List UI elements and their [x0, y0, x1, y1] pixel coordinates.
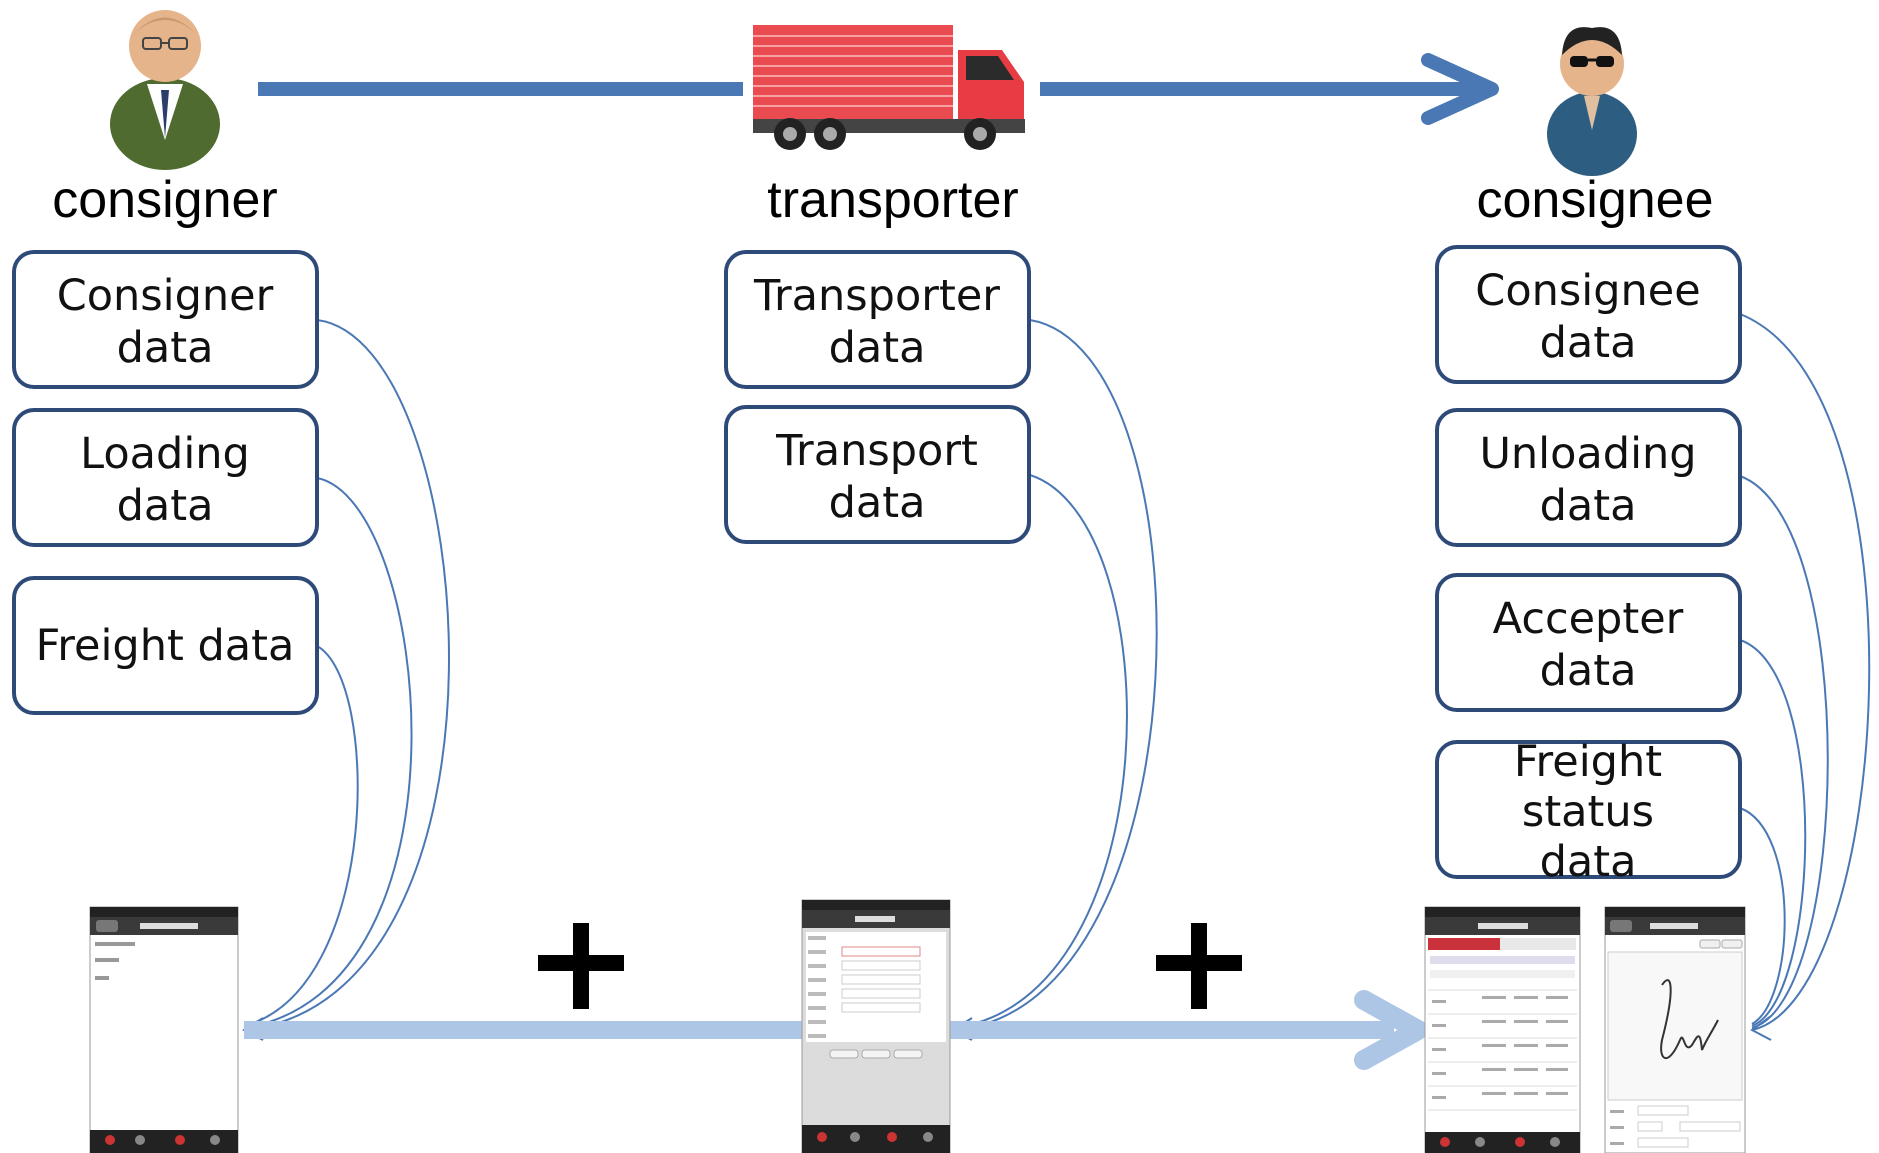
person-glasses-icon — [110, 10, 220, 170]
box-consignee-data: Consignee data — [1435, 245, 1742, 384]
box-loading-data: Loading data — [12, 408, 319, 547]
box-text: data — [117, 481, 214, 531]
box-text: Loading — [80, 429, 250, 479]
box-text: data — [1540, 646, 1637, 696]
box-text: status — [1522, 787, 1654, 837]
truck-icon — [753, 25, 1025, 150]
box-text: Unloading — [1479, 429, 1696, 479]
plus-icon — [538, 923, 624, 1009]
box-text: data — [829, 478, 926, 528]
box-text: data — [1540, 837, 1637, 887]
box-accepter-data: Accepter data — [1435, 573, 1742, 712]
box-text: data — [829, 323, 926, 373]
box-text: Transporter — [753, 271, 1000, 321]
person-sunglasses-icon — [1547, 27, 1637, 176]
box-text: Accepter — [1493, 594, 1684, 644]
box-freight-status-data: Freight status data — [1435, 737, 1742, 887]
signature-icon — [1660, 979, 1719, 1059]
box-transporter-data: Transporter data — [724, 250, 1031, 389]
box-consigner-data: Consigner data — [12, 250, 319, 389]
phone-screenshot-transporter — [801, 899, 951, 1153]
top-flow-arrow — [258, 53, 1499, 125]
box-text: data — [1540, 318, 1637, 368]
box-text: Consignee — [1475, 266, 1700, 316]
role-label-consignee: consignee — [1476, 171, 1713, 229]
role-label-transporter: transporter — [767, 171, 1018, 229]
box-transport-data: Transport data — [724, 405, 1031, 544]
box-text: Freight data — [36, 621, 295, 671]
role-label-consigner: consigner — [52, 171, 277, 229]
phone-screenshot-consignee-signature — [1604, 906, 1746, 1153]
box-text: Transport — [775, 426, 978, 476]
box-text: Consigner — [57, 271, 274, 321]
box-freight-data: Freight data — [12, 576, 319, 715]
box-text: data — [1540, 481, 1637, 531]
box-unloading-data: Unloading data — [1435, 408, 1742, 547]
phone-screenshot-consignee-list — [1424, 906, 1581, 1153]
phone-screenshot-consigner — [89, 906, 239, 1153]
plus-icon — [1156, 923, 1242, 1009]
box-text: data — [117, 323, 214, 373]
box-text: Freight — [1514, 737, 1662, 787]
